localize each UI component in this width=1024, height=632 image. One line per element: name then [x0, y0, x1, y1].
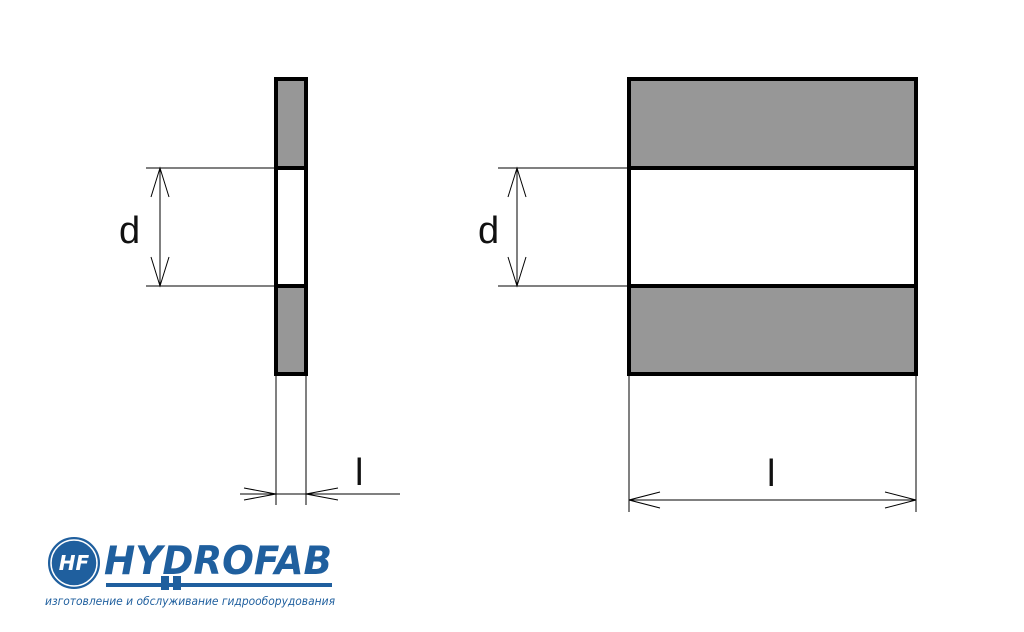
- side-view-upper-wall: [274, 77, 308, 170]
- front-view: d l: [478, 77, 918, 512]
- logo-tagline: изготовление и обслуживание гидрооборудо…: [45, 594, 335, 608]
- front-view-diameter-label: d: [478, 210, 499, 252]
- front-view-diameter-dimension: d: [478, 166, 629, 288]
- side-view-lower-wall: [274, 284, 308, 376]
- side-view-thickness-label: l: [355, 452, 363, 494]
- front-view-length-label: l: [767, 453, 775, 495]
- side-view-diameter-label: d: [119, 210, 140, 252]
- side-view-thickness-dimension: l: [240, 374, 400, 505]
- side-view: d l: [119, 77, 400, 505]
- logo-brand-name: HYDROFAB: [104, 539, 332, 584]
- front-view-length-dimension: l: [628, 374, 917, 512]
- hf-emblem-icon: [46, 535, 102, 591]
- pipe-underline-icon: [106, 583, 332, 587]
- front-view-lower-wall: [627, 284, 918, 376]
- front-view-bore: [627, 166, 918, 288]
- logo-emblem-text: HF: [59, 551, 90, 575]
- front-view-upper-wall: [627, 77, 918, 170]
- side-view-bore: [274, 166, 308, 288]
- hydrofab-logo: HF HYDROFAB изготовление и обслуживание …: [45, 535, 335, 608]
- side-view-diameter-dimension: d: [119, 166, 276, 288]
